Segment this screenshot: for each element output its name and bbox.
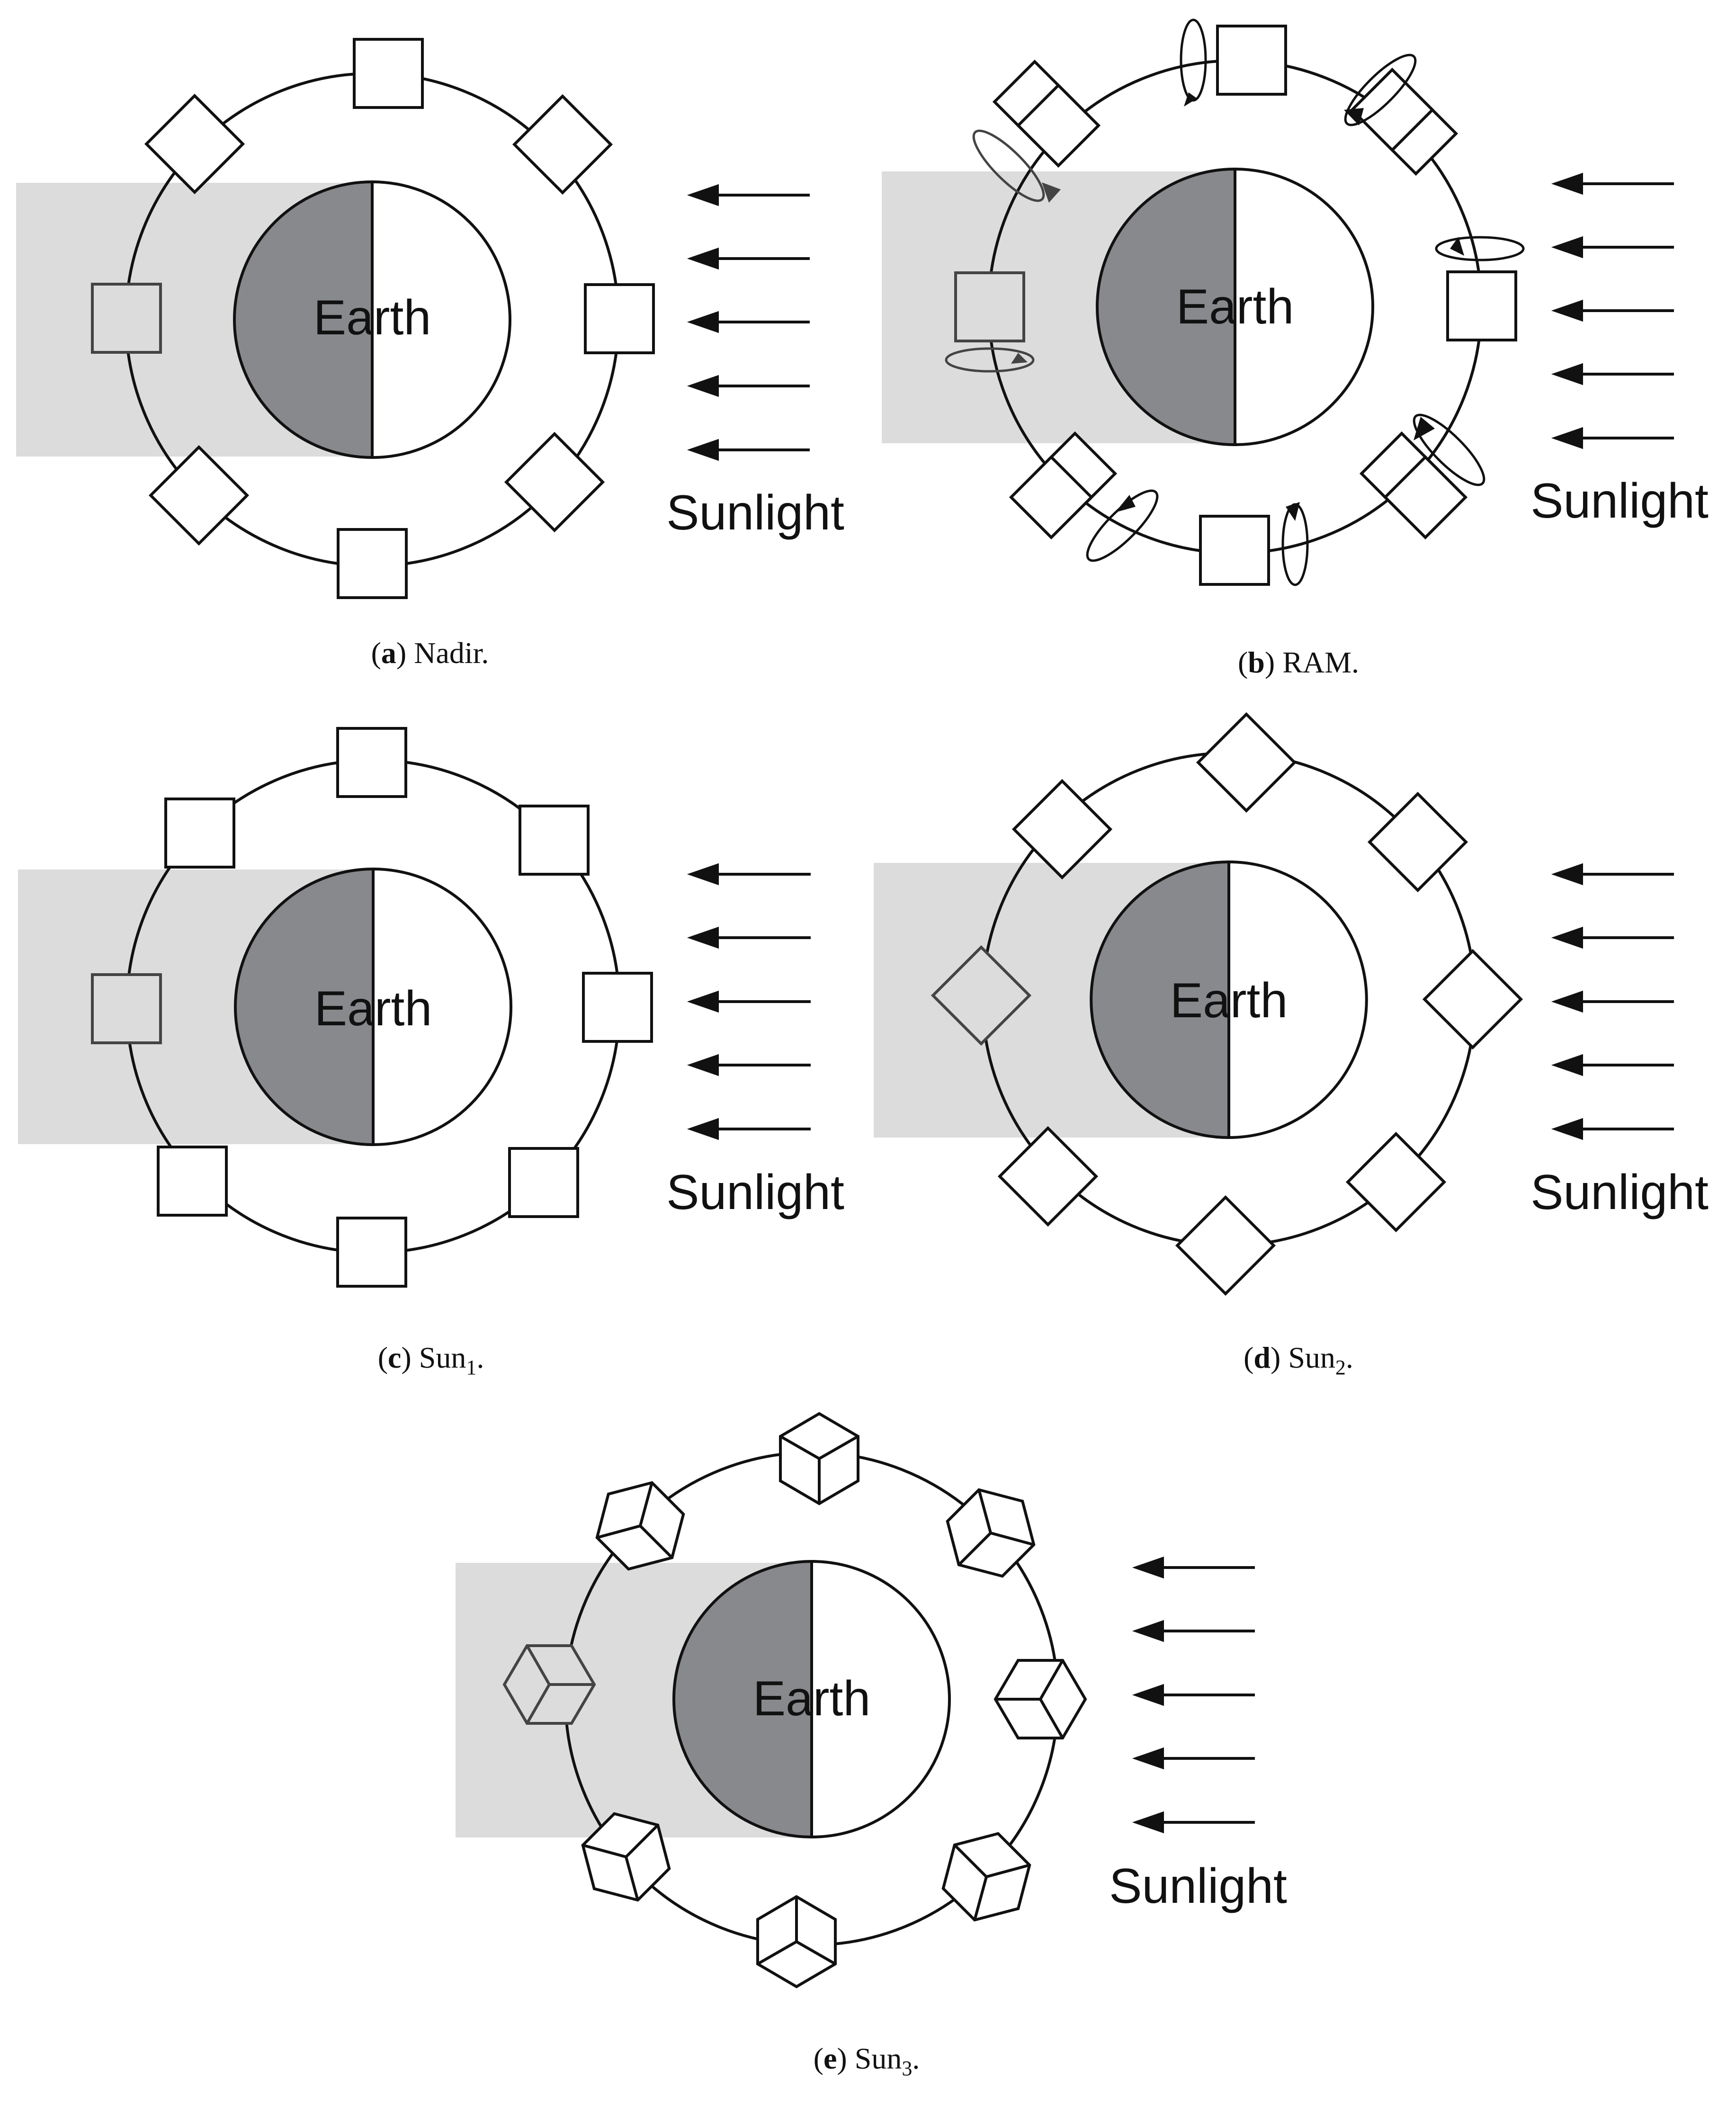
earth-day-side xyxy=(1234,167,1374,447)
earth-label: Earth xyxy=(1176,279,1294,334)
satellite xyxy=(336,727,407,798)
sunlight-label: Sunlight xyxy=(1109,1859,1287,1914)
satellite xyxy=(1359,413,1485,540)
panel-caption: (d) Sun2. xyxy=(1244,1341,1353,1379)
satellite xyxy=(931,945,1032,1046)
earth-label: Earth xyxy=(753,1671,871,1726)
panel-caption: (c) Sun1. xyxy=(378,1341,484,1379)
satellite xyxy=(504,431,605,533)
satellite xyxy=(1175,1195,1276,1296)
earth-night-side xyxy=(1090,860,1230,1139)
earth-day-side xyxy=(372,867,512,1147)
panel-b: Earth xyxy=(882,18,1709,679)
satellite xyxy=(164,798,235,869)
satellite xyxy=(1199,502,1309,586)
panel-e: Earth Sunlight (e) Sun3. xyxy=(456,1414,1287,2080)
satellite xyxy=(336,1217,407,1288)
earth-night-side xyxy=(234,867,375,1147)
satellite xyxy=(148,445,250,546)
earth-label: Earth xyxy=(313,290,431,345)
satellite xyxy=(945,271,1035,373)
earth-night-side xyxy=(672,1559,813,1839)
satellite xyxy=(758,1897,835,1987)
satellite xyxy=(1180,18,1287,107)
sunlight-label: Sunlight xyxy=(1530,474,1709,529)
panel-a: Earth Sunlight (a) Nadir. xyxy=(16,38,844,670)
satellite xyxy=(512,94,613,195)
satellite xyxy=(997,1126,1099,1227)
satellite xyxy=(1367,791,1468,893)
satellite xyxy=(353,38,424,109)
satellite xyxy=(91,973,162,1044)
satellite xyxy=(582,972,653,1043)
satellite xyxy=(157,1146,228,1217)
satellite xyxy=(1345,1131,1447,1233)
earth-day-side xyxy=(810,1559,951,1839)
satellite xyxy=(519,805,590,876)
panel-caption: (a) Nadir. xyxy=(371,636,489,670)
earth-night-side xyxy=(1096,167,1236,447)
panel-c: Earth Sunlight (c) Sun1. xyxy=(18,727,844,1379)
sunlight-label: Sunlight xyxy=(666,1165,844,1220)
sunlight-label: Sunlight xyxy=(666,485,844,540)
satellite xyxy=(1009,431,1159,562)
satellite xyxy=(91,283,162,354)
satellite xyxy=(1435,236,1525,341)
panel-caption: (b) RAM. xyxy=(1238,645,1359,679)
sunlight-arrows xyxy=(1132,1556,1255,1834)
satellite xyxy=(780,1414,858,1504)
satellite xyxy=(972,59,1101,203)
sunlight-arrows xyxy=(687,863,811,1140)
panel-caption: (e) Sun3. xyxy=(814,2042,920,2080)
sunlight-arrows xyxy=(1551,172,1674,449)
sunlight-arrows xyxy=(687,184,810,461)
satellite xyxy=(927,1818,1046,1936)
panel-d: Earth Sunlight (d) Sun2. xyxy=(874,712,1709,1379)
sunlight-arrows xyxy=(1551,863,1674,1140)
earth-label: Earth xyxy=(1170,973,1288,1028)
satellite xyxy=(508,1147,579,1218)
satellite xyxy=(995,1660,1085,1738)
satellite xyxy=(1011,779,1113,880)
sunlight-label: Sunlight xyxy=(1530,1165,1709,1220)
satellite xyxy=(337,528,408,599)
satellite xyxy=(1344,54,1459,176)
earth-night-side xyxy=(233,180,374,459)
earth-day-side xyxy=(1227,860,1368,1139)
satellite xyxy=(144,93,245,195)
satellite xyxy=(1422,949,1523,1050)
earth-day-side xyxy=(371,180,511,459)
satellite xyxy=(1196,712,1297,813)
satellite xyxy=(931,1474,1050,1592)
satellite xyxy=(584,283,655,354)
earth-label: Earth xyxy=(314,981,432,1036)
